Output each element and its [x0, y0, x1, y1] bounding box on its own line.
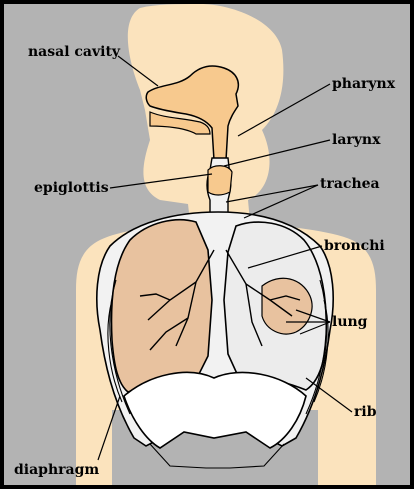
label-lung: lung [332, 314, 367, 330]
larynx-ring [208, 166, 232, 195]
right-lung-cutaway [262, 278, 312, 334]
diaphragm-shape [124, 372, 306, 448]
label-bronchi: bronchi [324, 238, 385, 254]
label-rib: rib [354, 404, 376, 420]
left-lung [112, 220, 212, 392]
label-pharynx: pharynx [332, 76, 395, 92]
label-epiglottis: epiglottis [34, 180, 109, 196]
label-trachea: trachea [320, 176, 380, 192]
label-nasal-cavity: nasal cavity [28, 44, 120, 60]
label-diaphragm: diaphragm [14, 462, 99, 478]
label-larynx: larynx [332, 132, 380, 148]
